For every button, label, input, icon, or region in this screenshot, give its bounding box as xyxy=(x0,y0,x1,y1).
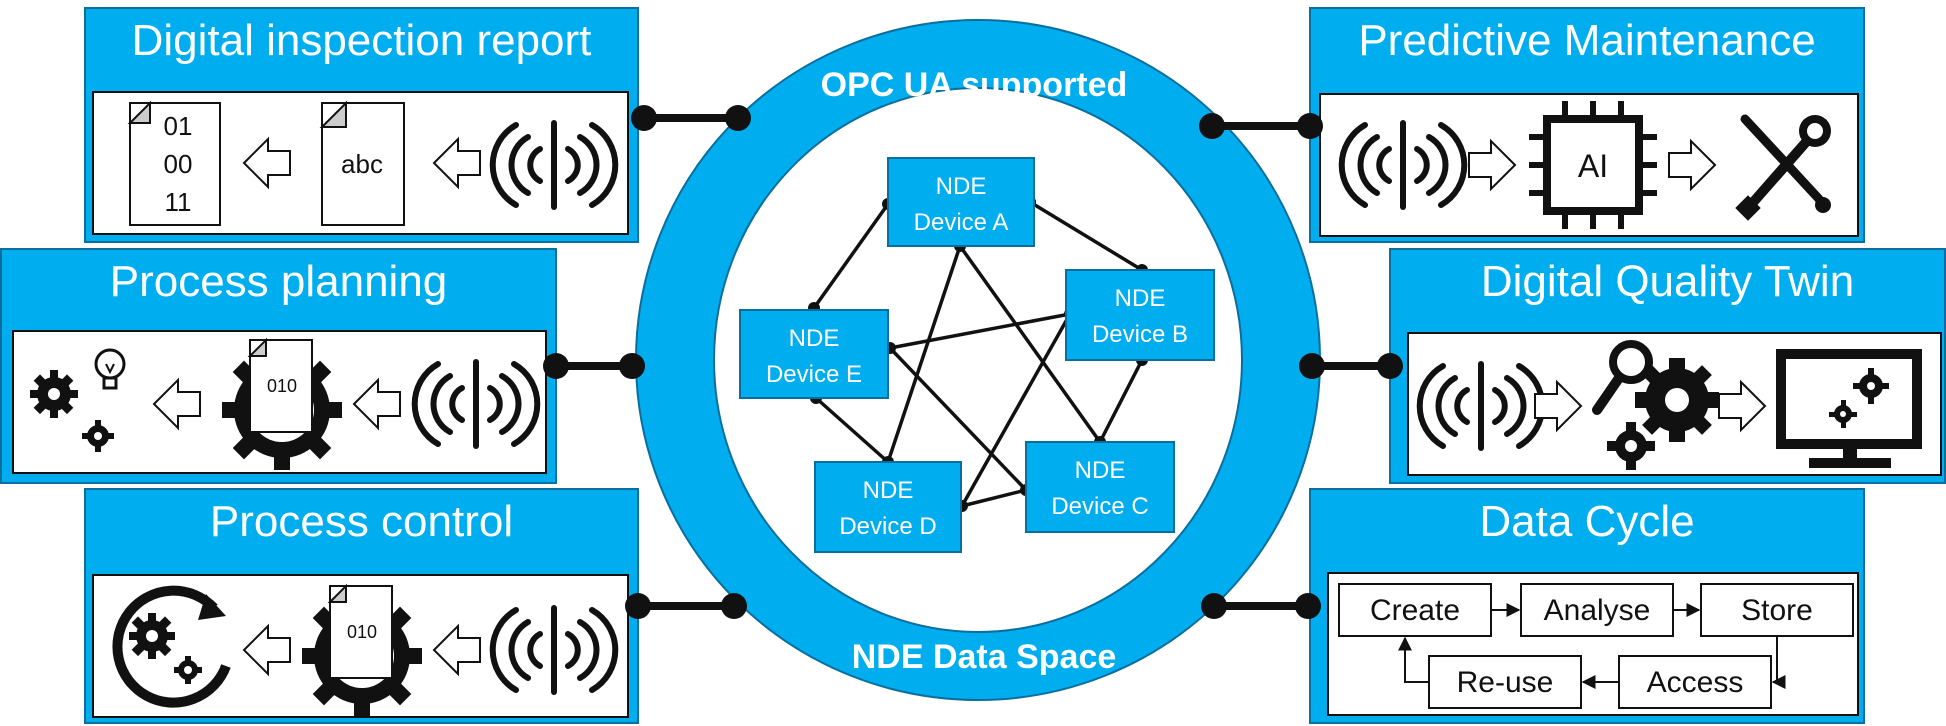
panel-predictive-maintenance: Predictive Maintenance xyxy=(1309,7,1865,243)
arrow-right-icon xyxy=(1718,379,1767,433)
svg-text:010: 010 xyxy=(347,622,377,642)
binary-file-icon: 01 00 11 xyxy=(127,100,221,226)
panel-title: Predictive Maintenance xyxy=(1358,16,1816,65)
ring-top-label: OPC UA supported xyxy=(821,66,1128,104)
svg-text:NDE: NDE xyxy=(789,325,840,352)
ultrasonic-signal-icon xyxy=(489,605,619,695)
monitor-gears-icon xyxy=(1776,349,1922,468)
arrow-left-icon xyxy=(352,377,401,431)
svg-text:Re-use: Re-use xyxy=(1457,666,1554,699)
svg-text:Create: Create xyxy=(1370,594,1460,627)
panel-title: Process control xyxy=(209,497,514,546)
svg-text:abc: abc xyxy=(341,149,383,179)
arrow-right-icon xyxy=(1668,138,1717,192)
cycle-step-create: Create xyxy=(1338,583,1492,637)
svg-text:NDE: NDE xyxy=(1115,285,1166,312)
panel-process-planning: Process planning xyxy=(0,248,557,484)
panel-title: Data Cycle xyxy=(1479,497,1695,546)
svg-text:AI: AI xyxy=(1578,148,1608,184)
connectors xyxy=(543,105,1403,619)
arrow-left-icon xyxy=(432,136,481,190)
gear-document-icon: 010 xyxy=(302,583,422,716)
cycle-step-store: Store xyxy=(1700,583,1854,637)
svg-text:Device D: Device D xyxy=(839,513,936,540)
svg-text:010: 010 xyxy=(267,376,297,396)
arrow-right-icon xyxy=(1468,138,1517,192)
nde-device-c: NDE Device C xyxy=(1025,441,1175,533)
panel-content: 010 xyxy=(12,330,547,474)
ring-bottom-label: NDE Data Space xyxy=(852,638,1117,676)
arrow-left-icon xyxy=(242,136,291,190)
svg-text:Device C: Device C xyxy=(1051,493,1148,520)
device-links xyxy=(812,200,1144,508)
binary-line: 01 xyxy=(164,111,193,141)
nde-device-a: NDE Device A xyxy=(887,157,1035,247)
panel-digital-quality-twin: Digital Quality Twin xyxy=(1389,248,1946,484)
binary-line: 11 xyxy=(165,187,192,217)
svg-text:Device E: Device E xyxy=(766,361,862,388)
binary-line: 00 xyxy=(164,149,193,179)
arrow-left-icon xyxy=(242,623,291,677)
panel-content: Create Analyse Store Access Re-use xyxy=(1327,572,1859,716)
svg-text:Device A: Device A xyxy=(914,209,1009,236)
panel-process-control: Process control xyxy=(84,488,639,724)
svg-text:Analyse: Analyse xyxy=(1544,594,1651,627)
cycle-step-access: Access xyxy=(1618,655,1772,709)
arrow-right-icon xyxy=(1534,379,1583,433)
panel-content: 010 xyxy=(92,574,629,718)
panel-title: Digital inspection report xyxy=(131,16,592,65)
svg-text:NDE: NDE xyxy=(1075,457,1126,484)
gear-document-icon: 010 xyxy=(222,337,342,470)
ultrasonic-signal-icon xyxy=(1416,361,1546,451)
ultrasonic-signal-icon xyxy=(489,120,619,210)
panel-title: Process planning xyxy=(109,257,448,306)
svg-text:NDE: NDE xyxy=(863,477,914,504)
panel-digital-inspection-report: Digital inspection report 01 00 11 abc xyxy=(84,7,639,243)
panel-title: Digital Quality Twin xyxy=(1480,257,1855,306)
nde-device-b: NDE Device B xyxy=(1065,269,1215,361)
svg-text:NDE: NDE xyxy=(936,173,987,200)
nde-device-d: NDE Device D xyxy=(814,461,962,553)
svg-text:Device B: Device B xyxy=(1092,321,1188,348)
panel-data-cycle: Data Cycle Create Analyse Store xyxy=(1309,488,1865,724)
nde-device-e: NDE Device E xyxy=(739,309,889,399)
cycle-step-analyse: Analyse xyxy=(1520,583,1674,637)
arrow-left-icon xyxy=(432,623,481,677)
ultrasonic-signal-icon xyxy=(411,359,541,449)
text-document-icon: abc xyxy=(319,100,405,226)
ai-chip-icon: AI xyxy=(1529,101,1657,229)
panel-content xyxy=(1407,332,1942,476)
magnifier-gears-icon xyxy=(1592,340,1719,470)
cycle-arrows xyxy=(1398,603,1786,689)
panel-content: AI xyxy=(1319,93,1859,237)
panel-content: 01 00 11 abc xyxy=(92,91,629,235)
arrow-left-icon xyxy=(152,377,201,431)
cycle-step-reuse: Re-use xyxy=(1428,655,1582,709)
svg-text:Store: Store xyxy=(1741,594,1813,627)
ultrasonic-signal-icon xyxy=(1338,120,1468,210)
svg-text:Access: Access xyxy=(1647,666,1744,699)
